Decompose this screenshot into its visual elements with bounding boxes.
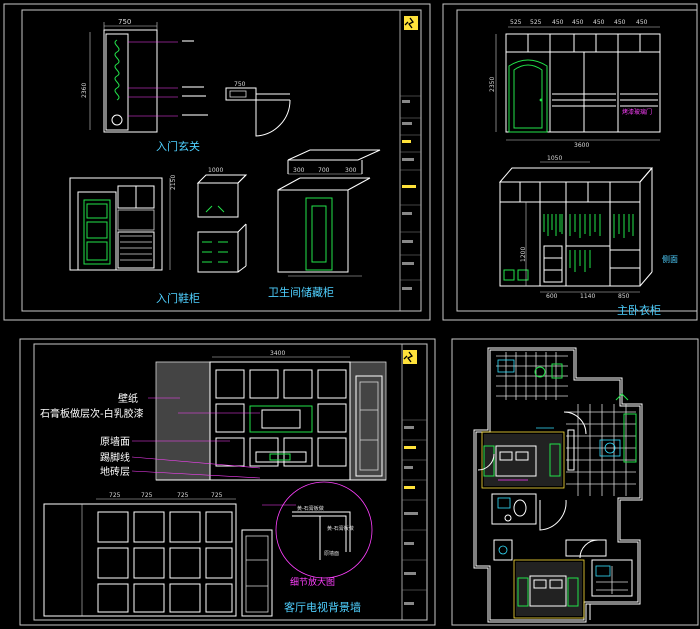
floor-plan-bedroom-2 (493, 539, 633, 620)
shoe-height-dim: 2150 (170, 175, 177, 190)
title-foyer: 入门玄关 (156, 139, 200, 153)
label-gypsum-board: 石膏板做层次-白乳胶漆 (40, 407, 144, 420)
wardrobe-top-dims: 525 525 450 450 450 450 450 (508, 19, 660, 28)
logo-runner-icon (403, 350, 417, 364)
panel-plan-frame (451, 338, 699, 626)
svg-text:黄-石膏板做: 黄-石膏板做 (297, 505, 324, 512)
floor-plan-kitchen (496, 352, 568, 400)
svg-text:1200: 1200 (520, 247, 527, 262)
title-block-entrance (400, 95, 421, 290)
panel-entrance-frame-outer (3, 3, 431, 321)
plan-width-dim: 750 (234, 81, 246, 88)
svg-text:600: 600 (546, 293, 558, 300)
title-bath-storage: 卫生间储藏柜 (268, 285, 334, 299)
detail-enlargement: 黄-石膏板做 黄-石膏板做 原墙面 细节放大图 (262, 481, 373, 588)
label-wallpaper: 壁纸 (118, 392, 138, 405)
svg-text:725: 725 (211, 492, 223, 499)
title-shoe-cabinet: 入门鞋柜 (156, 291, 200, 305)
panel-wardrobe: 525 525 450 450 450 450 450 (442, 3, 698, 321)
svg-text:450: 450 (572, 19, 584, 26)
foyer-plan: 750 (225, 81, 291, 137)
shoe-width-dim: 1000 (208, 167, 223, 174)
svg-text:黄-石膏板做: 黄-石膏板做 (327, 525, 354, 532)
bath-storage-elevation: 300 700 300 (277, 149, 381, 277)
wardrobe-upper-elevation: 烤漆玻璃门 2350 3600 (489, 33, 661, 149)
label-skirting: 踢脚线 (100, 451, 130, 464)
floor-plan-walls (473, 347, 643, 623)
svg-text:525: 525 (530, 19, 542, 26)
wardrobe-inner-note: 烤漆玻璃门 (622, 108, 652, 116)
label-original-wall: 原墙面 (100, 435, 130, 448)
svg-text:300: 300 (345, 167, 357, 174)
title-block-tv (402, 419, 427, 605)
floor-plan-doors (477, 411, 599, 559)
detail-title: 细节放大图 (290, 576, 335, 588)
panel-tv-frame-outer (19, 338, 436, 626)
floor-plan-bathroom (491, 493, 567, 531)
panel-tv-wall: 3400 壁纸 石膏板做层次-白乳胶 (19, 338, 436, 626)
svg-text:450: 450 (636, 19, 648, 26)
title-wardrobe: 主卧衣柜 (617, 303, 661, 317)
tv-wall-elevation: 3400 (155, 350, 387, 481)
tv-wall-lower-elevation: 725 725 725 725 (43, 492, 273, 617)
svg-text:450: 450 (593, 19, 605, 26)
panel-entrance-frame-inner (21, 9, 422, 312)
title-tv-wall: 客厅电视背景墙 (284, 600, 361, 614)
svg-text:525: 525 (510, 19, 522, 26)
floor-plan-living (566, 393, 637, 496)
svg-text:450: 450 (552, 19, 564, 26)
foyer-width-dim: 750 (118, 18, 131, 26)
panel-wardrobe-frame-inner (456, 9, 698, 312)
tv-wall-labels: 壁纸 石膏板做层次-白乳胶漆 原墙面 踢脚线 地砖层 (40, 392, 261, 479)
logo-runner-icon (404, 16, 418, 30)
label-floor-tile: 地砖层 (100, 465, 130, 478)
panel-tv-frame-inner (33, 343, 428, 621)
foyer-elevation: 750 2360 (81, 18, 208, 133)
foyer-height-dim: 2360 (81, 83, 88, 98)
svg-text:1140: 1140 (580, 293, 595, 300)
svg-text:300: 300 (293, 167, 305, 174)
tv-wall-width-dim: 3400 (270, 350, 285, 357)
panel-floor-plan (451, 338, 699, 626)
panel-entrance: 750 2360 750 入门玄关 (3, 3, 431, 321)
svg-text:725: 725 (109, 492, 121, 499)
wardrobe-side-label: 侧面 (662, 254, 678, 264)
wardrobe-height-dim: 2350 (489, 77, 496, 92)
svg-text:原墙面: 原墙面 (324, 550, 339, 557)
wardrobe-lower-elevation: 1050 (498, 155, 678, 300)
floor-plan-bedroom (481, 427, 565, 489)
shoe-cabinet-section: 1000 (196, 167, 248, 273)
svg-text:725: 725 (177, 492, 189, 499)
svg-text:725: 725 (141, 492, 153, 499)
shoe-cabinet-elevation: 2150 (69, 175, 177, 271)
wardrobe-total-width-dim: 3600 (574, 142, 589, 149)
svg-text:700: 700 (318, 167, 330, 174)
svg-text:450: 450 (614, 19, 626, 26)
wardrobe-lower-top-dim: 1050 (547, 155, 562, 162)
svg-text:850: 850 (618, 293, 630, 300)
